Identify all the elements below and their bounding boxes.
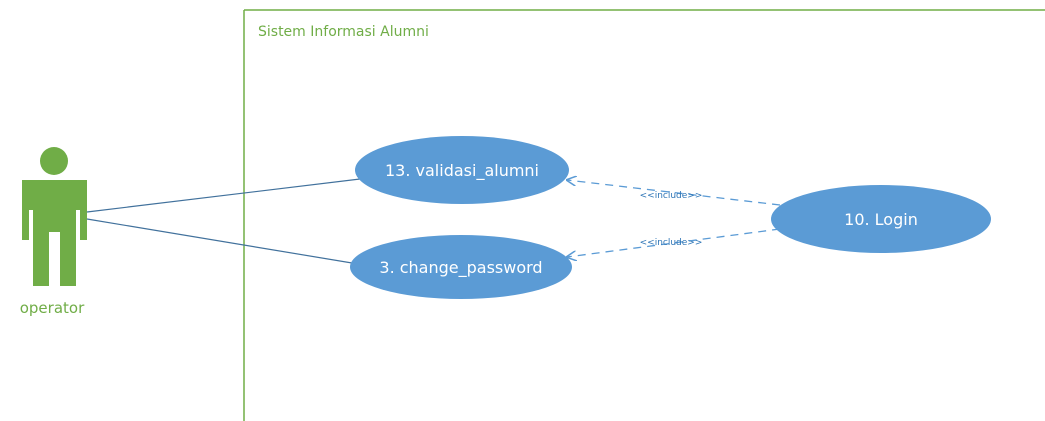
- usecase-validasi-alumni[interactable]: 13. validasi_alumni: [355, 136, 569, 204]
- usecase-change-password-label: 3. change_password: [379, 258, 542, 278]
- association-line-validasi: [86, 178, 361, 213]
- actor-operator[interactable]: operator: [20, 147, 87, 317]
- actor-person-icon: [22, 147, 87, 286]
- include-label-1: <<include>>: [640, 191, 703, 201]
- system-title: Sistem Informasi Alumni: [258, 24, 429, 40]
- usecase-validasi-label: 13. validasi_alumni: [385, 161, 539, 181]
- usecase-login[interactable]: 10. Login: [771, 185, 991, 253]
- usecase-login-label: 10. Login: [844, 210, 918, 229]
- include-label-2: <<include>>: [640, 238, 703, 248]
- usecase-change-password[interactable]: 3. change_password: [350, 235, 572, 299]
- association-line-change-password: [86, 218, 353, 264]
- include-line-2: [567, 228, 781, 257]
- actor-label: operator: [20, 299, 85, 317]
- include-line-1: [567, 180, 781, 206]
- system-boundary: Sistem Informasi Alumni: [243, 9, 1045, 421]
